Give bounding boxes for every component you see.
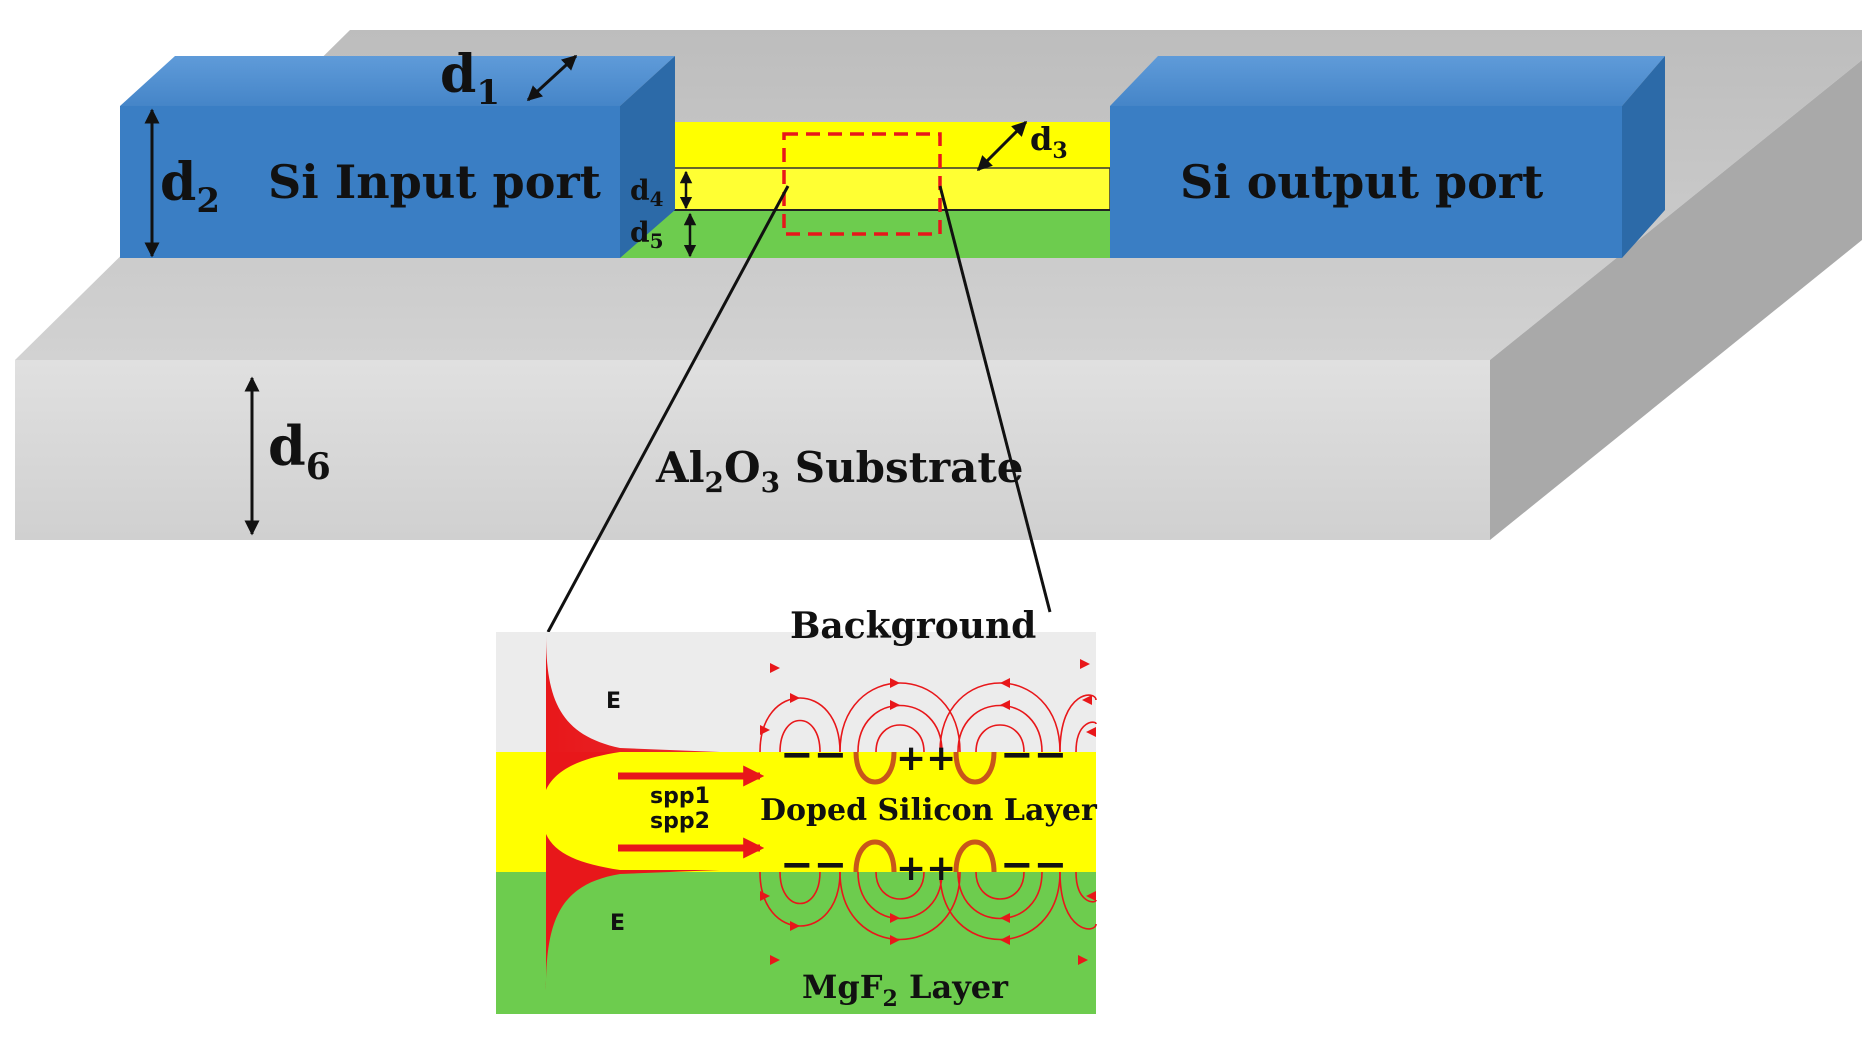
- zoom-line-left: [546, 185, 790, 633]
- field-loop: [875, 871, 925, 900]
- charge-arc: [853, 751, 897, 785]
- arrowhead: [790, 921, 800, 931]
- charge-arc: [953, 751, 997, 785]
- arrowhead: [790, 693, 800, 703]
- positive-charges: ++: [896, 738, 956, 779]
- field-loop: [839, 871, 961, 941]
- field-label-bottom: E: [610, 911, 625, 936]
- field-profile-bottom-upper: [546, 834, 620, 870]
- negative-charges: −−: [780, 842, 847, 888]
- arrowhead: [1080, 659, 1090, 669]
- input-port-side: [620, 56, 675, 258]
- arrowhead: [1078, 955, 1088, 965]
- arrowhead: [1000, 700, 1010, 710]
- input-port-front: [120, 106, 620, 258]
- arrowhead: [890, 678, 900, 688]
- inset-mgf2-region: [496, 872, 1096, 1014]
- doped-layer-front: [619, 167, 1111, 211]
- arrowhead: [1000, 935, 1010, 945]
- output-port-front: [1110, 106, 1622, 258]
- field-loop: [875, 724, 925, 753]
- background-label: Background: [790, 605, 1036, 647]
- field-loop: [1059, 694, 1097, 753]
- output-port-side: [1622, 56, 1665, 258]
- d3-arrow: [976, 120, 1028, 172]
- positive-charges: ++: [896, 848, 956, 889]
- spp1-label: spp1: [650, 784, 710, 809]
- arrowhead: [1000, 678, 1010, 688]
- output-port-block: [1110, 56, 1665, 258]
- arrowhead: [890, 913, 900, 923]
- field-loop: [1075, 721, 1097, 753]
- arrowhead: [760, 725, 770, 735]
- substrate-label: Al2O3 Substrate: [655, 443, 1023, 499]
- arrowhead: [770, 663, 780, 673]
- charge-arc: [953, 839, 997, 873]
- d5-label: d5: [630, 216, 664, 253]
- arrowhead: [770, 955, 780, 965]
- d2-label: d2: [160, 152, 220, 221]
- output-port-label: Si output port: [1180, 155, 1544, 209]
- field-profile-top-lower: [546, 752, 620, 790]
- d6-label: d6: [268, 414, 331, 488]
- substrate-side-face: [1490, 60, 1862, 540]
- charge-arc: [853, 839, 897, 873]
- spp2-label: spp2: [650, 809, 710, 834]
- field-lines-bottom: [759, 871, 1097, 941]
- d1-label: d1: [440, 44, 500, 113]
- zoom-region-box: [782, 132, 942, 236]
- zoom-line-right: [938, 185, 1052, 613]
- field-loop: [975, 724, 1025, 753]
- field-loop: [779, 719, 821, 753]
- arrowhead: [1082, 695, 1092, 705]
- field-loop: [939, 871, 1061, 941]
- arrowhead: [1086, 891, 1096, 901]
- field-loop: [957, 704, 1043, 753]
- field-loop: [1075, 871, 1097, 903]
- input-port-top: [120, 56, 675, 106]
- field-loop: [857, 871, 943, 920]
- field-loop: [779, 871, 821, 905]
- substrate-front-face: [15, 360, 1490, 540]
- output-port-top: [1110, 56, 1665, 106]
- d1-arrow: [526, 54, 578, 102]
- inset-doped-region: [496, 752, 1096, 872]
- charges-bottom: −− ++ −−: [780, 839, 1067, 889]
- field-loop: [957, 871, 1043, 920]
- arrowhead: [890, 700, 900, 710]
- arrowhead: [890, 935, 900, 945]
- negative-charges: −−: [780, 732, 847, 778]
- charges-top: −− ++ −−: [780, 732, 1067, 785]
- d4-label: d4: [630, 174, 664, 211]
- inset-panel: E E spp1 spp2: [496, 605, 1098, 1014]
- arrowhead: [1086, 727, 1096, 737]
- field-arrowheads-top: [760, 659, 1096, 737]
- field-loop: [1059, 871, 1097, 930]
- negative-charges: −−: [1000, 732, 1067, 778]
- mgf2-label: MgF2 Layer: [802, 968, 1009, 1012]
- input-port-label: Si Input port: [268, 155, 602, 209]
- field-label-top: E: [606, 689, 621, 714]
- field-loop: [975, 871, 1025, 900]
- negative-charges: −−: [1000, 842, 1067, 888]
- inset-background-region: [496, 632, 1096, 752]
- arrowhead: [760, 891, 770, 901]
- field-arrowheads-bottom: [760, 891, 1096, 965]
- field-loop: [857, 704, 943, 753]
- field-profile-top: [546, 634, 720, 752]
- doped-layer-label: Doped Silicon Layer: [760, 793, 1098, 828]
- arrowhead: [1000, 913, 1010, 923]
- d3-label: d3: [1030, 120, 1068, 164]
- field-profile-bottom: [546, 870, 720, 990]
